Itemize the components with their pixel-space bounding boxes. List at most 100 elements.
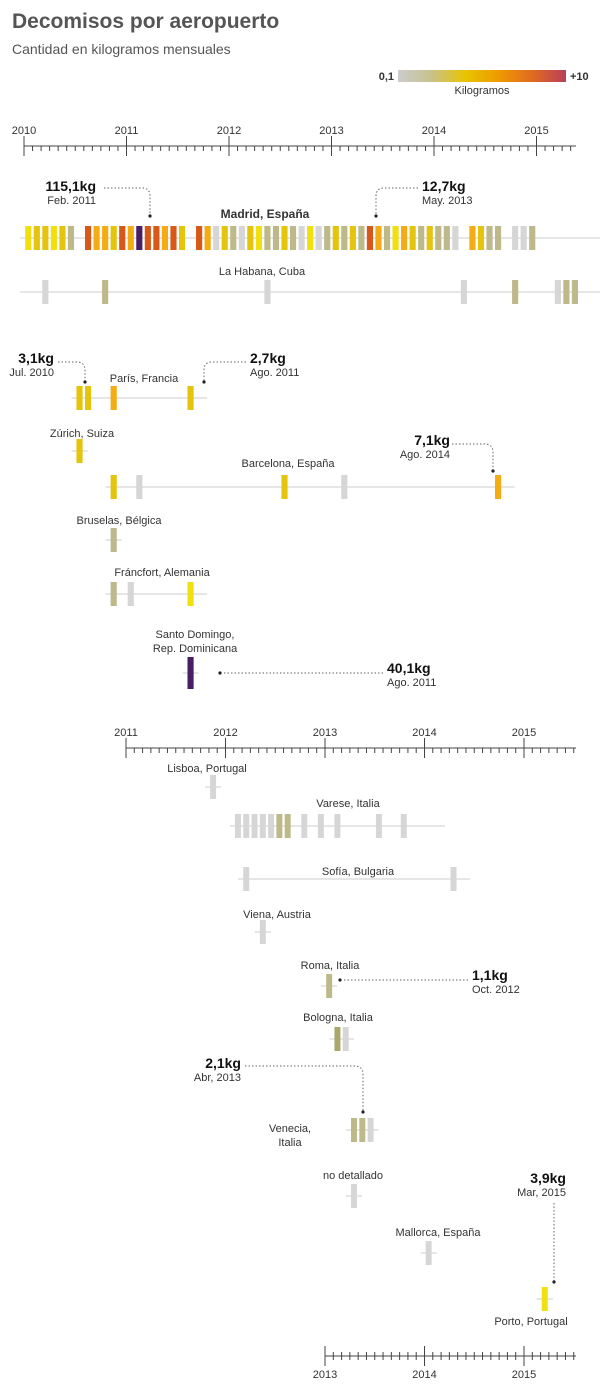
month-bar (204, 226, 211, 250)
airport-row-zurich-suiza: Zúrich, Suiza (50, 428, 115, 463)
airport-row-sofia-bulgaria: Sofía, Bulgaria (238, 866, 470, 891)
month-bar (571, 280, 579, 304)
month-bar (512, 226, 519, 250)
annotation-value: 115,1kg (45, 178, 96, 194)
month-bar (392, 226, 399, 250)
month-bar (324, 226, 331, 250)
airport-row-lisboa-portugal: Lisboa, Portugal (167, 763, 247, 799)
axis-tick-label: 2012 (213, 727, 237, 739)
annotation-arrow-tip (374, 214, 378, 218)
month-bar (110, 582, 117, 606)
annotation-date: May. 2013 (422, 195, 473, 207)
month-bar (375, 226, 382, 250)
month-bar (359, 1118, 366, 1142)
color-legend: 0,1 +10 Kilogramos (379, 70, 589, 97)
airport-label: Fráncfort, Alemania (114, 567, 210, 579)
airport-label-line: Italia (278, 1137, 302, 1149)
month-bar (102, 280, 109, 304)
month-bar (110, 226, 117, 250)
airport-label: Venecia,Italia (269, 1123, 311, 1149)
month-bar (494, 475, 502, 499)
axis-tick-label: 2014 (412, 727, 436, 739)
month-bar (425, 1241, 432, 1265)
month-bar (196, 226, 203, 250)
month-bar (284, 814, 291, 838)
annotation-value: 3,1kg (18, 350, 54, 366)
axis-tick-label: 2011 (115, 125, 139, 137)
annotation-value: 1,1kg (472, 967, 508, 983)
airport-row-santo-domingo-rep-dominicana: Santo Domingo,Rep. Dominicana (153, 629, 238, 689)
annotation-date: Ago. 2011 (250, 367, 299, 379)
month-bar (243, 867, 250, 891)
month-bar (259, 814, 266, 838)
month-bar (243, 814, 250, 838)
month-bar (520, 226, 527, 250)
month-bar (259, 920, 266, 944)
month-bar (512, 280, 519, 304)
month-bar (358, 226, 365, 250)
annotation-arrow-tip (148, 214, 152, 218)
month-bar (170, 226, 177, 250)
airport-label: Mallorca, España (396, 1227, 482, 1239)
annotation-arrow-tip (491, 469, 495, 473)
month-bar (418, 226, 425, 250)
airport-label: Barcelona, España (242, 458, 336, 470)
airport-row-no-detallado: no detallado (323, 1170, 383, 1208)
month-bar (187, 657, 194, 689)
month-bar (144, 226, 151, 250)
month-bar (443, 226, 450, 250)
airport-label: Zúrich, Suiza (50, 428, 115, 440)
month-bar (341, 475, 348, 499)
axis-tick-label: 2011 (114, 727, 138, 739)
airport-row-barcelona-espana: Barcelona, España (105, 458, 515, 499)
airport-row-roma-italia: Roma, Italia (301, 960, 360, 998)
annotation-date: Ago. 2011 (387, 677, 436, 689)
annotation-value: 12,7kg (422, 178, 466, 194)
annotation-date: Abr, 2013 (194, 1072, 241, 1084)
month-bar (326, 974, 333, 998)
month-bar (452, 226, 459, 250)
month-bar (383, 226, 391, 250)
annotation-arrow-tip (361, 1110, 365, 1114)
month-bar (110, 528, 117, 552)
month-bar (187, 582, 194, 606)
legend-max-label: +10 (570, 71, 589, 83)
airport-label: Madrid, España (221, 207, 310, 221)
chart-subtitle: Cantidad en kilogramos mensuales (12, 41, 231, 57)
airport-row-paris-francia: París, Francia (71, 373, 208, 410)
month-bar (366, 226, 374, 250)
airport-label: París, Francia (110, 373, 179, 385)
month-bar (298, 226, 305, 250)
airport-row-venecia-italia: Venecia,Italia (269, 1118, 379, 1149)
month-bar (119, 226, 126, 250)
airport-row-bruselas-belgica: Bruselas, Bélgica (77, 515, 163, 552)
airport-label: Bruselas, Bélgica (77, 515, 163, 527)
axis-tick-label: 2013 (313, 727, 337, 739)
month-bar (67, 226, 75, 250)
month-bar (268, 814, 275, 838)
annotation-value: 2,7kg (250, 350, 286, 366)
annotation-value: 40,1kg (387, 660, 431, 676)
airport-row-francfort-alemania: Fráncfort, Alemania (105, 567, 211, 606)
axis-tick-label: 2015 (524, 125, 548, 137)
month-bar (401, 226, 408, 250)
airport-row-madrid-espana: Madrid, España (20, 207, 600, 250)
annotation-leader (58, 361, 86, 381)
month-bar (272, 226, 280, 250)
month-bar (84, 386, 92, 410)
annotation-arrow-tip (202, 380, 206, 384)
month-bar (76, 386, 83, 410)
month-bar (276, 814, 283, 838)
month-bar (301, 814, 308, 838)
month-bar (409, 226, 416, 250)
month-bar (251, 814, 258, 838)
annotation-value: 7,1kg (414, 432, 450, 448)
annotation-leader (203, 361, 246, 381)
